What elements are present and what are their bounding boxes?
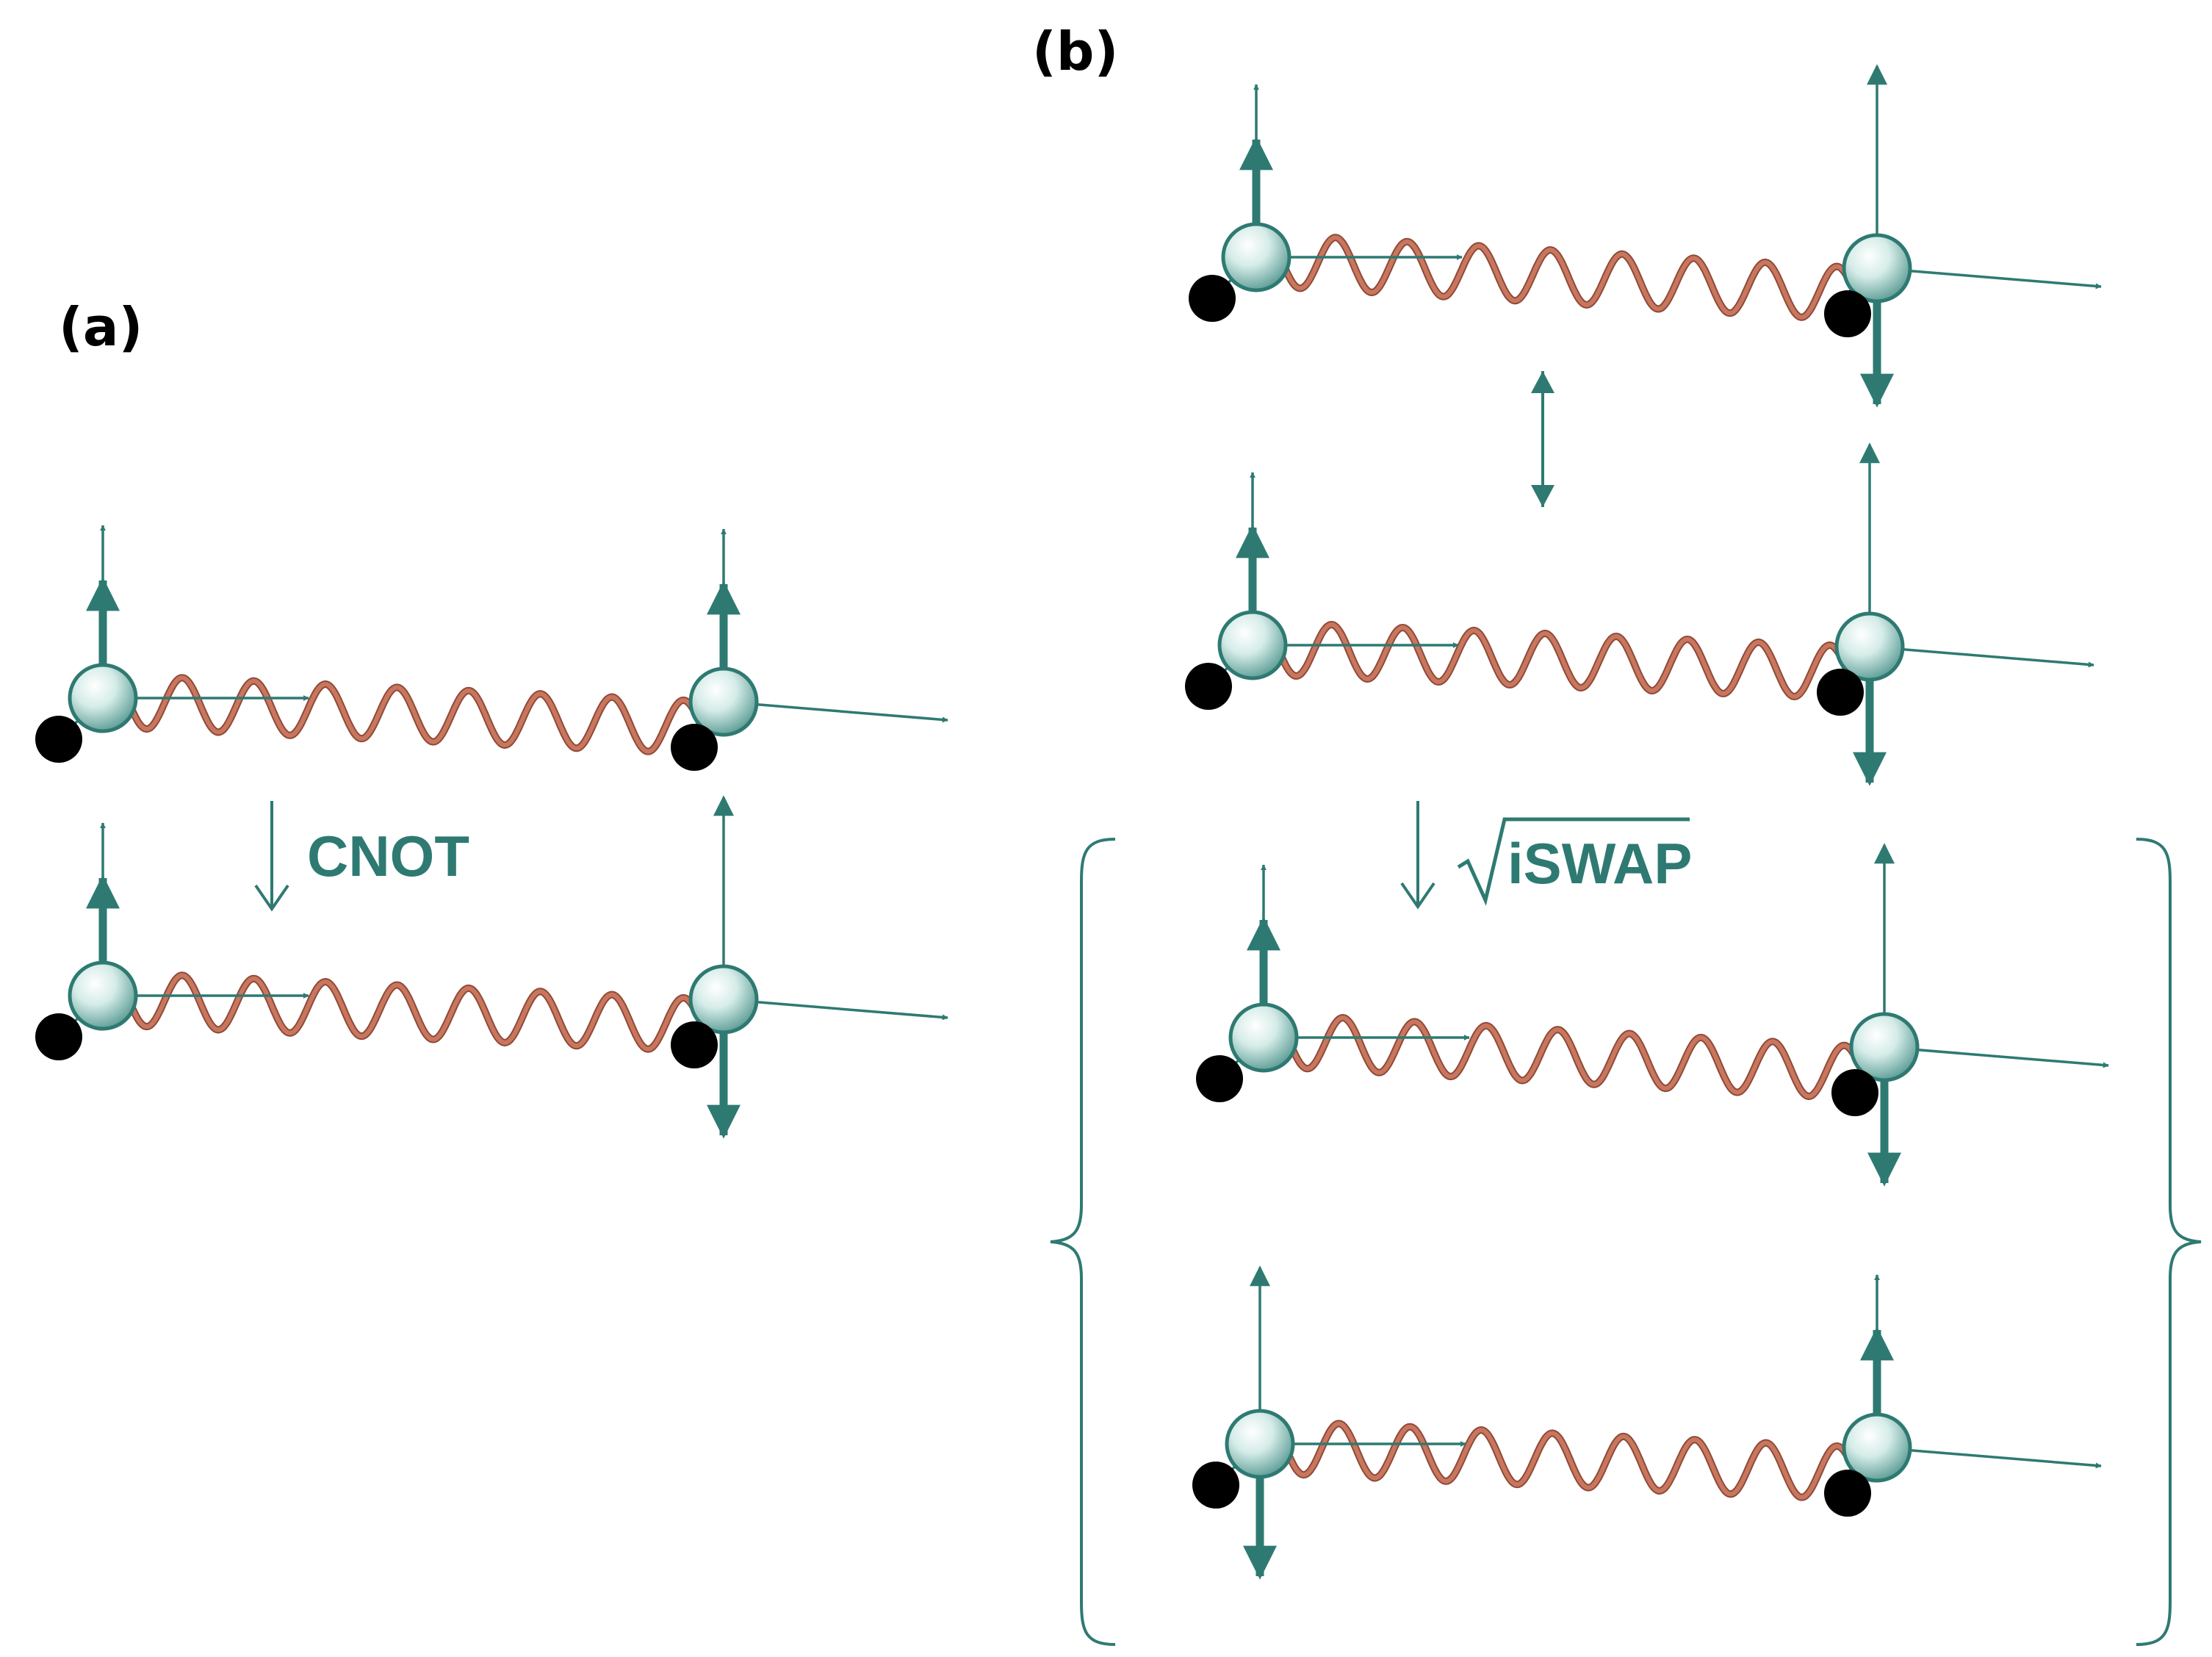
left-anchor-node (1192, 1462, 1239, 1509)
spin-system-3 (1189, 64, 2102, 408)
left-anchor-node (1196, 1055, 1243, 1102)
spring (1287, 1015, 1865, 1099)
sqrt-radical (1457, 817, 1690, 906)
spin-system-2 (35, 795, 948, 1139)
iswap-label: iSWAP (1507, 831, 1692, 896)
left-anchor-node (1185, 663, 1232, 710)
spin-system-1 (35, 525, 948, 771)
right-anchor-node (671, 1021, 718, 1068)
spring (1283, 1421, 1857, 1500)
cnot-label: CNOT (307, 824, 469, 888)
left-spin-sphere (1228, 1002, 1299, 1073)
right-anchor-node (1831, 1069, 1878, 1116)
right-x-axis-arrow (1876, 267, 2102, 290)
right-anchor-node (1817, 669, 1864, 716)
left-anchor-node (35, 716, 82, 763)
spring (126, 973, 704, 1052)
right-spin-sphere (688, 666, 759, 737)
right-anchor-node (1824, 1470, 1871, 1517)
spin-systems (35, 64, 2109, 1580)
panel-b-label: (b) (1032, 21, 1118, 82)
spring (1280, 235, 1857, 320)
spin-system-4 (1185, 442, 2094, 786)
spring (126, 675, 704, 754)
right-anchor-node (1824, 290, 1871, 337)
exchange-arrow-head-top (1531, 371, 1554, 393)
spin-system-5 (1196, 843, 2109, 1187)
left-spin-sphere (1217, 610, 1288, 680)
left-spin-sphere (1225, 1409, 1295, 1479)
right-spin-sphere (688, 964, 759, 1035)
right-x-axis-arrow (1876, 1446, 2102, 1469)
right-spin-sphere (1842, 1412, 1912, 1483)
right-x-axis-arrow (1884, 1046, 2109, 1068)
spin-system-6 (1192, 1265, 2102, 1580)
right-x-axis-arrow (723, 700, 948, 723)
panel-a-label: (a) (59, 296, 143, 358)
right-bracket (2136, 838, 2202, 1646)
left-spin-sphere (1221, 222, 1291, 292)
left-anchor-node (1189, 275, 1236, 322)
left-spin-sphere (68, 960, 138, 1031)
exchange-arrow-head-bottom (1531, 485, 1554, 507)
left-spin-sphere (68, 663, 138, 733)
spring (1276, 622, 1850, 700)
right-spin-sphere (1834, 611, 1905, 682)
right-x-axis-arrow (723, 998, 948, 1021)
right-anchor-node (671, 724, 718, 771)
right-spin-sphere (1842, 233, 1912, 303)
left-anchor-node (35, 1013, 82, 1060)
right-x-axis-arrow (1869, 645, 2094, 668)
iswap-down-arrow-head (1400, 882, 1435, 910)
left-bracket (1050, 838, 1116, 1646)
cnot-down-arrow-head (254, 884, 289, 912)
right-spin-sphere (1849, 1012, 1920, 1082)
